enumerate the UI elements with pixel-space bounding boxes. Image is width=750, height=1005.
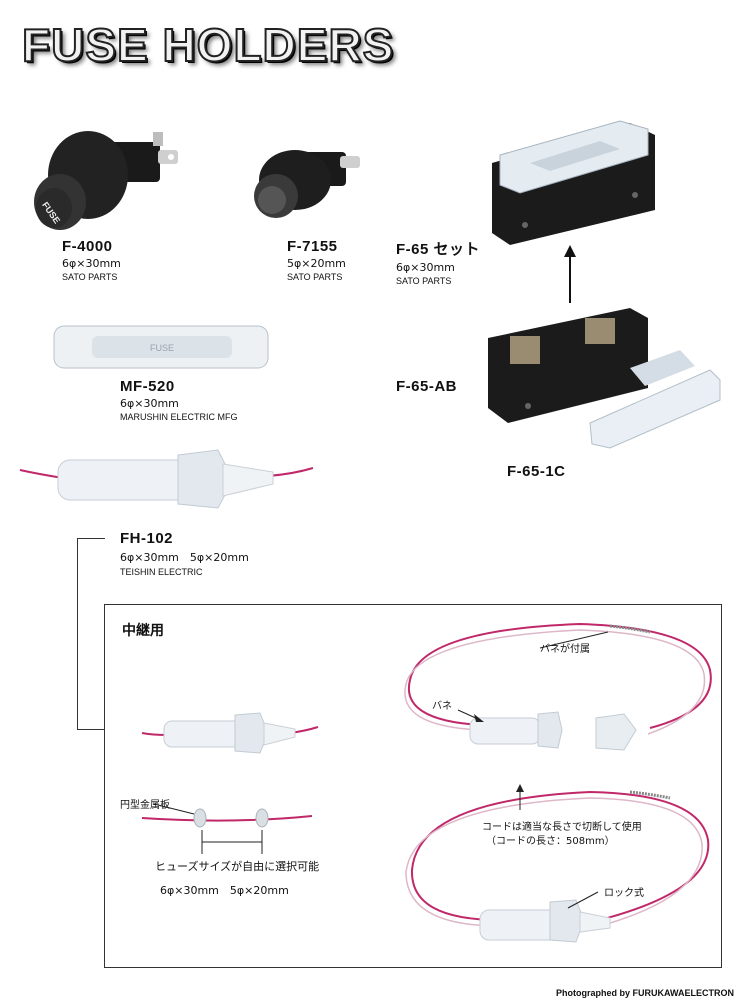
relay-heading: 中継用	[122, 623, 164, 639]
sizes-note: 6φ×30mm 5φ×20mm	[160, 884, 289, 897]
relay-holder-photo	[141, 712, 319, 754]
mf520-print: FUSE	[150, 343, 174, 353]
f7155-photo	[254, 150, 360, 218]
relay-box	[104, 604, 722, 968]
f65set-maker: SATO PARTS	[396, 276, 452, 286]
fh102-maker: TEISHIN ELECTRIC	[120, 567, 203, 577]
up-arrow-icon	[564, 245, 576, 303]
spring-attached-note: バネが付属	[540, 644, 590, 655]
mf520-photo: FUSE	[53, 325, 269, 369]
f7155-label: F-7155 5φ×20mm SATO PARTS	[287, 238, 346, 282]
connector-line-top	[77, 538, 105, 539]
f65set-spec: 6φ×30mm	[396, 261, 455, 274]
f65set-label: F-65 セット 6φ×30mm SATO PARTS	[396, 238, 480, 286]
connector-line-bottom	[77, 729, 105, 730]
spring-cord-photo	[404, 622, 712, 751]
connector-line	[77, 538, 78, 730]
disc-note: 円型金属板	[120, 800, 170, 811]
fh102-photo	[19, 449, 314, 509]
f4000-maker: SATO PARTS	[62, 272, 118, 282]
page-title: FUSE HOLDERS	[21, 18, 395, 72]
disc-diagram	[141, 803, 313, 854]
f651c-name: F-65-1C	[507, 463, 566, 480]
f65ab-photo	[488, 308, 721, 449]
spring-note: バネ	[432, 701, 452, 712]
photo-credit: Photographed by FURUKAWAELECTRON	[556, 988, 734, 998]
f65set-photo	[492, 120, 655, 245]
f65set-name: F-65 セット	[396, 241, 481, 258]
fh102-label: FH-102 6φ×30mm 5φ×20mm TEISHIN ELECTRIC	[120, 530, 249, 577]
f4000-label: F-4000 6φ×30mm SATO PARTS	[62, 238, 121, 282]
mf520-maker: MARUSHIN ELECTRIC MFG	[120, 412, 238, 422]
fh102-name: FH-102	[120, 530, 174, 547]
f7155-name: F-7155	[287, 238, 338, 255]
f4000-spec: 6φ×30mm	[62, 257, 121, 270]
mf520-label: MF-520 6φ×30mm MARUSHIN ELECTRIC MFG	[120, 378, 238, 422]
cord-note-2: （コードの長さ：508mm）	[486, 836, 615, 847]
lock-cord-photo	[405, 784, 710, 943]
f7155-maker: SATO PARTS	[287, 272, 343, 282]
f7155-spec: 5φ×20mm	[287, 257, 346, 270]
lock-note: ロック式	[604, 888, 644, 899]
fh102-spec: 6φ×30mm 5φ×20mm	[120, 551, 249, 564]
cord-note-1: コードは適当な長さで切断して使用	[482, 822, 642, 833]
f4000-photo: FUSE	[34, 131, 178, 230]
f65ab-name: F-65-AB	[396, 378, 458, 395]
mf520-name: MF-520	[120, 378, 175, 395]
size-free-note: ヒューズサイズが自由に選択可能	[155, 860, 320, 873]
f4000-name: F-4000	[62, 238, 113, 255]
mf520-spec: 6φ×30mm	[120, 397, 179, 410]
